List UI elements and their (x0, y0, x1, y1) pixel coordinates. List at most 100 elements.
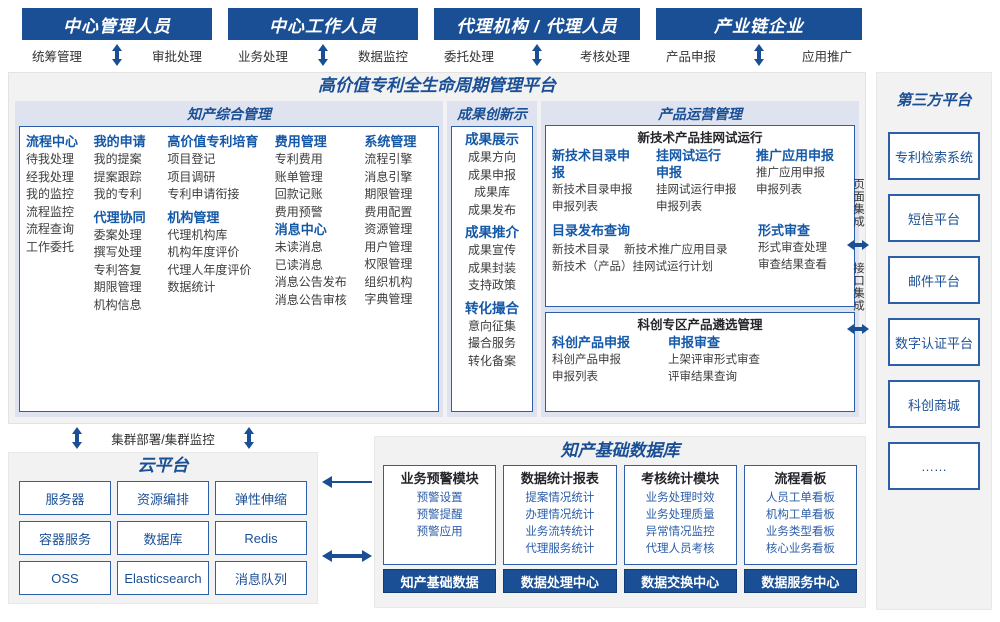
col-head[interactable]: 我的申请 (93, 134, 146, 149)
col-head[interactable]: 目录发布查询 (552, 222, 631, 238)
list-item[interactable]: 专利答复 (93, 262, 142, 277)
cloud-cell-7[interactable]: Elasticsearch (117, 561, 209, 595)
list-item[interactable]: 经我处理 (26, 169, 75, 184)
third-party-item-4[interactable]: 科创商城 (888, 380, 980, 428)
list-item[interactable]: 代理机构库 (167, 227, 228, 242)
list-item[interactable]: 成果申报 (467, 167, 516, 182)
list-item[interactable]: 转化备案 (467, 353, 516, 368)
list-item[interactable]: 异常情况监控 (645, 526, 715, 538)
col-head[interactable]: 费用管理 (274, 134, 327, 149)
list-item[interactable]: 专利费用 (274, 152, 323, 166)
list-item[interactable]: 组织机构 (364, 274, 413, 289)
list-item[interactable]: 核心业务看板 (765, 543, 835, 555)
list-item[interactable]: 申报列表 (656, 200, 702, 213)
list-item[interactable]: 代理人年度评价 (167, 262, 252, 277)
list-item[interactable]: 人员工单看板 (765, 492, 835, 504)
list-item[interactable]: 撮合服务 (467, 336, 516, 350)
list-item[interactable]: 机构工单看板 (765, 509, 835, 521)
list-item[interactable]: 流程监控 (26, 204, 75, 219)
col-head[interactable]: 形式审查 (758, 222, 811, 238)
list-item[interactable]: 成果库 (473, 185, 510, 199)
list-item[interactable]: 业务处理质量 (645, 509, 715, 521)
cloud-cell-8[interactable]: 消息队列 (215, 561, 307, 595)
list-item[interactable]: 推广应用申报 (756, 166, 825, 179)
list-item[interactable]: 待我处理 (26, 152, 75, 166)
third-party-item-1[interactable]: 短信平台 (888, 194, 980, 242)
list-item[interactable]: 专利申请衔接 (167, 187, 240, 201)
list-item[interactable]: 成果宣传 (467, 243, 516, 257)
list-item[interactable]: 机构信息 (93, 297, 142, 312)
list-item[interactable]: 消息公告发布 (274, 275, 347, 289)
list-item[interactable]: 期限管理 (364, 187, 413, 201)
list-item[interactable]: 新技术推广应用目录 (623, 243, 728, 256)
list-item[interactable]: 业务处理时效 (645, 492, 715, 504)
third-party-item-0[interactable]: 专利检索系统 (888, 132, 980, 180)
db-foot-0[interactable]: 知产基础数据 (383, 569, 497, 593)
col-head[interactable]: 科创产品申报 (552, 335, 631, 350)
list-item[interactable]: 办理情况统计 (525, 509, 595, 521)
list-item[interactable]: 上架评审形式审查 (668, 354, 760, 366)
col-head[interactable]: 代理协同 (93, 209, 146, 225)
list-item[interactable]: 权限管理 (364, 257, 413, 271)
list-item[interactable]: 费用预警 (274, 204, 323, 219)
list-item[interactable]: 申报列表 (756, 183, 802, 196)
list-item[interactable]: 挂网试运行申报 (656, 183, 737, 196)
list-item[interactable]: 资源管理 (364, 222, 413, 236)
list-item[interactable]: 回款记账 (274, 187, 323, 201)
list-item[interactable]: 预警应用 (416, 526, 463, 538)
list-item[interactable]: 支持政策 (467, 278, 516, 292)
list-item[interactable]: 我的提案 (93, 152, 142, 166)
list-item[interactable]: 评审结果查询 (668, 371, 737, 383)
list-item[interactable]: 机构年度评价 (167, 245, 240, 259)
db-foot-3[interactable]: 数据服务中心 (743, 569, 857, 593)
list-item[interactable]: 申报列表 (552, 200, 598, 213)
list-item[interactable]: 字典管理 (364, 292, 413, 306)
list-item[interactable]: 我的专利 (93, 187, 142, 201)
list-item[interactable]: 申报列表 (552, 371, 598, 383)
col-head[interactable]: 成果展示 (465, 132, 519, 147)
list-item[interactable]: 消息引擎 (364, 169, 413, 184)
list-item[interactable]: 费用配置 (364, 204, 413, 219)
cloud-cell-5[interactable]: Redis (215, 521, 307, 555)
cloud-cell-3[interactable]: 容器服务 (19, 521, 111, 555)
list-item[interactable]: 已读消息 (274, 257, 323, 272)
list-item[interactable]: 项目调研 (167, 169, 216, 184)
third-party-item-3[interactable]: 数字认证平台 (888, 318, 980, 366)
col-head[interactable]: 挂网试运行申报 (656, 147, 722, 180)
list-item[interactable]: 审查结果查看 (758, 258, 827, 271)
col-head[interactable]: 申报审查 (668, 335, 721, 350)
db-foot-1[interactable]: 数据处理中心 (503, 569, 617, 593)
col-head[interactable]: 系统管理 (364, 134, 417, 149)
list-item[interactable]: 业务流转统计 (525, 526, 595, 538)
list-item[interactable]: 提案跟踪 (93, 169, 142, 184)
list-item[interactable]: 代理人员考核 (645, 543, 715, 555)
list-item[interactable]: 新技术目录 (552, 243, 610, 256)
col-head[interactable]: 机构管理 (167, 209, 220, 225)
list-item[interactable]: 代理服务统计 (525, 543, 595, 555)
cloud-cell-0[interactable]: 服务器 (19, 481, 111, 515)
list-item[interactable]: 成果发布 (467, 202, 516, 217)
list-item[interactable]: 未读消息 (274, 240, 323, 254)
list-item[interactable]: 流程查询 (26, 222, 75, 236)
list-item[interactable]: 预警提醒 (416, 509, 463, 521)
col-head[interactable]: 转化撮合 (465, 300, 519, 316)
list-item[interactable]: 意向征集 (467, 318, 516, 333)
col-head[interactable]: 高价值专利培育 (167, 134, 259, 149)
list-item[interactable]: 成果封装 (467, 260, 516, 275)
list-item[interactable]: 数据统计 (167, 280, 216, 294)
role-title-1[interactable]: 中心工作人员 (228, 8, 418, 40)
list-item[interactable]: 期限管理 (93, 280, 142, 294)
col-head[interactable]: 消息中心 (274, 222, 327, 237)
cloud-cell-1[interactable]: 资源编排 (117, 481, 209, 515)
list-item[interactable]: 提案情况统计 (525, 492, 595, 504)
col-head[interactable]: 成果推介 (465, 225, 519, 240)
list-item[interactable]: 成果方向 (467, 150, 516, 164)
role-title-3[interactable]: 产业链企业 (656, 8, 862, 40)
list-item[interactable]: 形式审查处理 (758, 241, 827, 254)
list-item[interactable]: 流程引擎 (364, 152, 413, 166)
db-foot-2[interactable]: 数据交换中心 (623, 569, 737, 593)
list-item[interactable]: 消息公告审核 (274, 292, 347, 307)
col-head[interactable]: 推广应用申报 (756, 147, 835, 163)
list-item[interactable]: 新技术（产品）挂网试运行计划 (552, 260, 713, 273)
cloud-cell-2[interactable]: 弹性伸缩 (215, 481, 307, 515)
